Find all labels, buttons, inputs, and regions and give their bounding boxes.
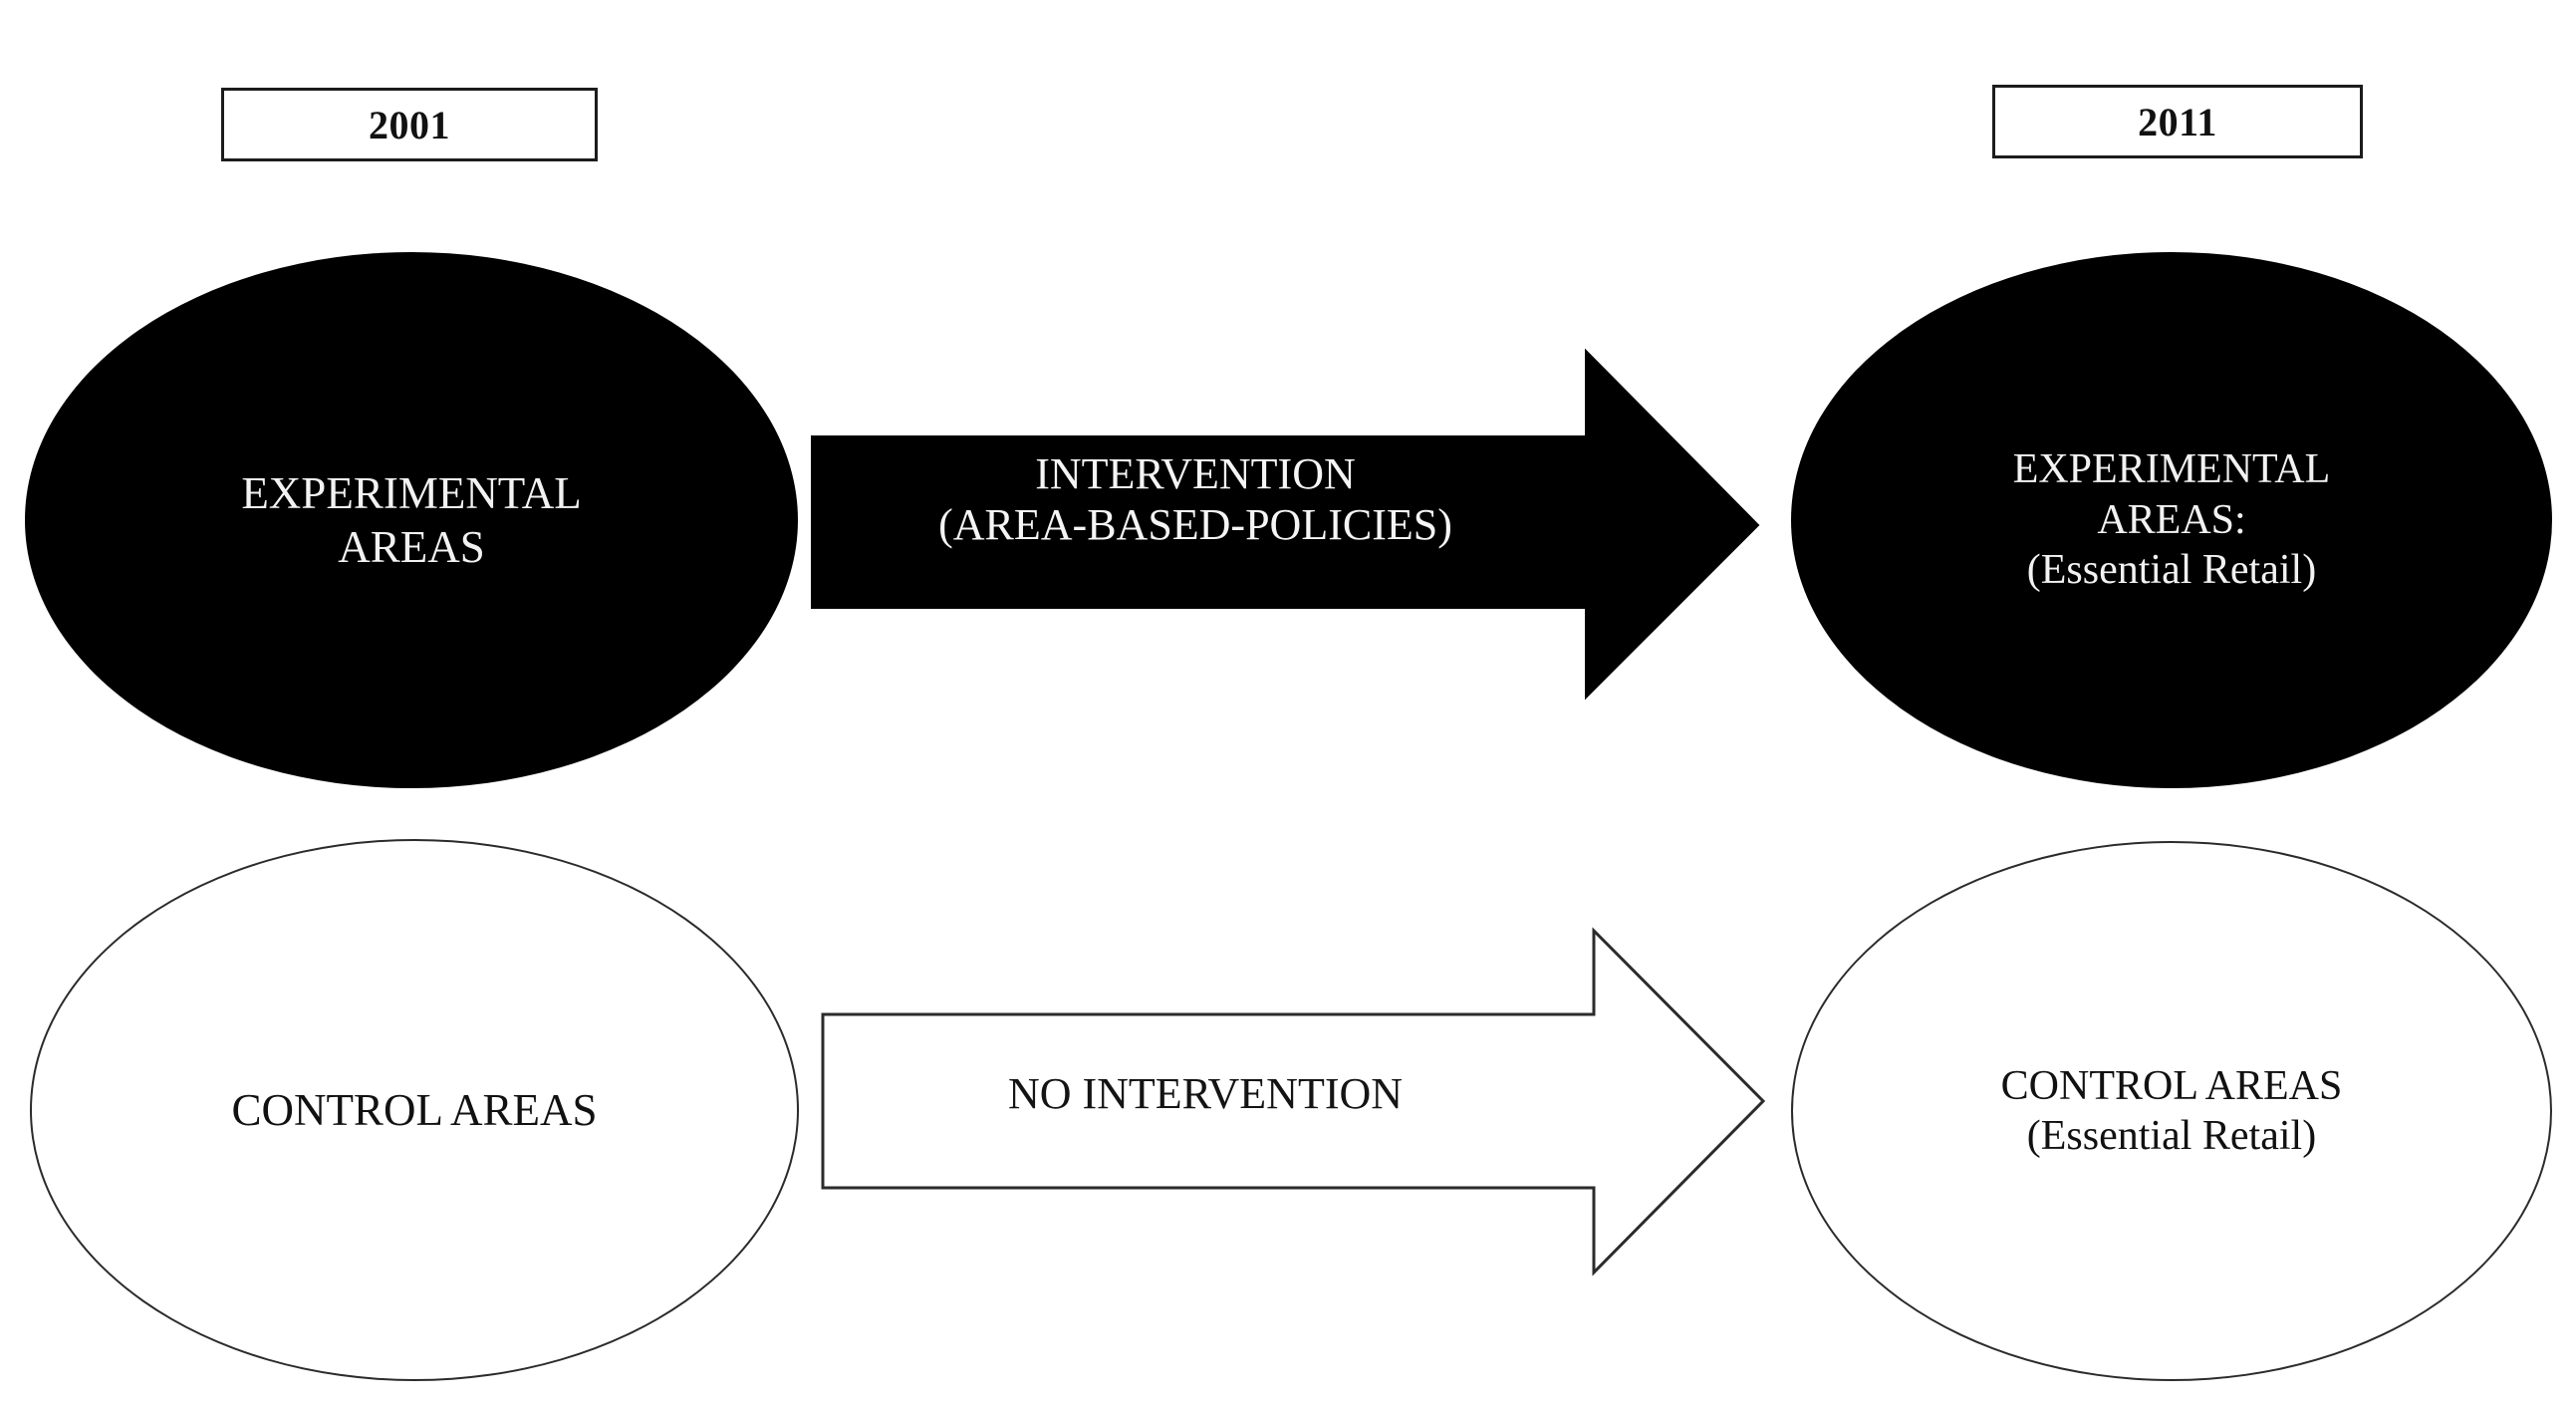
node-experimental-areas-2001: EXPERIMENTAL AREAS (25, 252, 798, 788)
node-experimental-areas-2011: EXPERIMENTAL AREAS: (Essential Retail) (1791, 252, 2552, 788)
node-control-areas-2001: CONTROL AREAS (30, 839, 799, 1381)
node-control-areas-2001-line1: CONTROL AREAS (231, 1085, 598, 1135)
intervention-arrow-shape (811, 348, 1760, 701)
node-experimental-areas-2001-line2: AREAS (338, 522, 485, 572)
intervention-arrow-label-line2: (AREA-BASED-POLICIES) (938, 500, 1452, 550)
node-experimental-areas-2011-line2: AREAS: (2097, 496, 2246, 543)
intervention-arrow-label: INTERVENTION (AREA-BASED-POLICIES) (827, 448, 1564, 550)
no-intervention-arrow-shape (821, 927, 1766, 1276)
node-control-areas-2011-line1: CONTROL AREAS (2000, 1062, 2343, 1109)
node-experimental-areas-2011-line1: EXPERIMENTAL (2012, 446, 2331, 493)
node-experimental-areas-2011-line3: (Essential Retail) (2026, 547, 2317, 594)
node-control-areas-2011: CONTROL AREAS (Essential Retail) (1791, 841, 2552, 1381)
node-control-areas-2011-line2: (Essential Retail) (2026, 1113, 2317, 1159)
no-intervention-arrow-label-line1: NO INTERVENTION (1007, 1069, 1404, 1118)
intervention-arrow-label-line1: INTERVENTION (1035, 449, 1356, 498)
year-label-end: 2011 (1992, 85, 2363, 158)
year-label-start: 2001 (221, 88, 598, 161)
node-experimental-areas-2001-line1: EXPERIMENTAL (241, 468, 582, 518)
no-intervention-arrow-label: NO INTERVENTION (837, 1068, 1574, 1119)
